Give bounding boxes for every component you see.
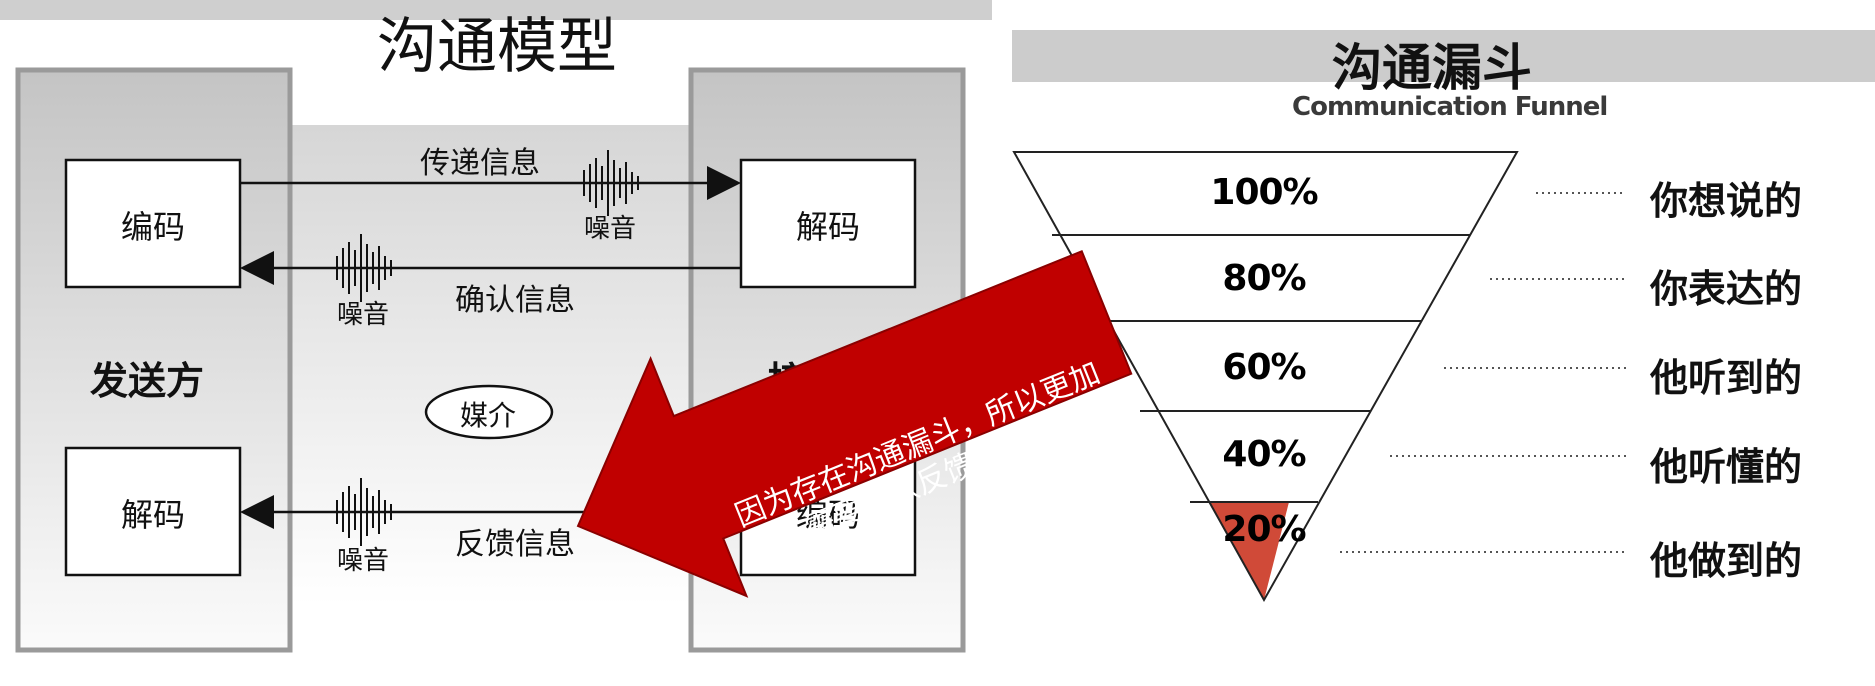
funnel-level-label: 他听到的 bbox=[1650, 356, 1803, 400]
transmit-label: 传递信息 bbox=[420, 146, 540, 181]
noise-wave-icon bbox=[336, 478, 392, 546]
transmit-arrowhead bbox=[707, 166, 741, 200]
noise-label: 噪音 bbox=[337, 546, 390, 576]
noise-wave-icon bbox=[583, 150, 639, 216]
funnel-percent: 60% bbox=[1222, 347, 1306, 388]
sender-decode-box bbox=[64, 446, 242, 577]
funnel-percent: 20% bbox=[1222, 509, 1306, 550]
confirm-arrowhead bbox=[240, 251, 274, 285]
funnel-level-label: 你表达的 bbox=[1650, 267, 1803, 311]
medium-ellipse bbox=[424, 384, 554, 440]
feedback-arrowhead bbox=[240, 495, 274, 529]
sender-label: 发送方 bbox=[90, 359, 205, 403]
noise-label: 噪音 bbox=[337, 300, 390, 330]
funnel-outline bbox=[1012, 151, 1519, 603]
sender-encode-label: 编码 bbox=[120, 208, 185, 246]
noise-wave-icon bbox=[336, 234, 392, 302]
funnel-subtitle: Communication Funnel bbox=[1292, 92, 1608, 122]
funnel-title: 沟通漏斗 bbox=[1332, 39, 1532, 97]
feedback-label: 反馈信息 bbox=[455, 527, 575, 562]
funnel-percent: 80% bbox=[1222, 258, 1306, 299]
noise-label: 噪音 bbox=[584, 214, 637, 244]
funnel-header-bar bbox=[1012, 30, 1875, 82]
medium-label: 媒介 bbox=[460, 399, 517, 432]
header-bar bbox=[0, 0, 992, 20]
funnel-percent: 100% bbox=[1210, 172, 1318, 213]
funnel-level-label: 他听懂的 bbox=[1650, 445, 1803, 489]
funnel-level-label: 你想说的 bbox=[1650, 179, 1803, 223]
funnel-level-label: 他做到的 bbox=[1650, 539, 1803, 583]
receiver-decode-label: 解码 bbox=[795, 208, 860, 246]
model-title: 沟通模型 bbox=[377, 12, 617, 82]
sender-decode-label: 解码 bbox=[120, 496, 185, 534]
funnel-percent: 40% bbox=[1222, 434, 1306, 475]
sender-encode-box bbox=[64, 158, 242, 289]
confirm-label: 确认信息 bbox=[455, 283, 575, 318]
receiver-decode-box bbox=[739, 158, 917, 289]
funnel-segment-highlight bbox=[1210, 502, 1289, 600]
